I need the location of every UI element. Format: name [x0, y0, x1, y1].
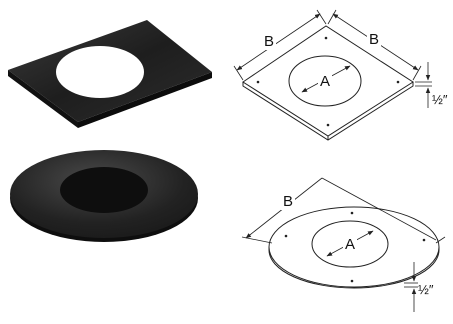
screw-hole: [326, 123, 330, 127]
square-thickness-label: ½″: [432, 92, 448, 107]
round-plate-hole: [311, 220, 389, 268]
square-side-b-left-label: B: [264, 33, 274, 50]
square-hole-label: A: [320, 73, 330, 90]
square-side-b-right-label: B: [369, 31, 379, 48]
square-plate-edge: [242, 82, 414, 141]
round-plate-drawing: A B ½″: [241, 177, 446, 312]
round-diameter-b-label: B: [283, 193, 293, 210]
screw-hole: [350, 279, 354, 283]
square-plate-hole: [288, 55, 362, 107]
screw-hole: [324, 36, 328, 40]
round-plate-render: [9, 149, 199, 242]
side-b-left-arrow: [236, 13, 321, 71]
round-plate-edge: [268, 247, 440, 289]
round-plate-outline: [268, 206, 440, 288]
screw-hole: [284, 234, 288, 238]
square-plate-drawing: A B B ½″: [233, 9, 448, 141]
round-hole-label: A: [345, 236, 355, 253]
screw-hole: [422, 238, 426, 242]
square-plate-render: [8, 20, 212, 128]
screw-hole: [396, 80, 400, 84]
screw-hole: [256, 80, 260, 84]
screw-hole: [350, 211, 354, 215]
round-thickness-label: ½″: [418, 282, 434, 297]
